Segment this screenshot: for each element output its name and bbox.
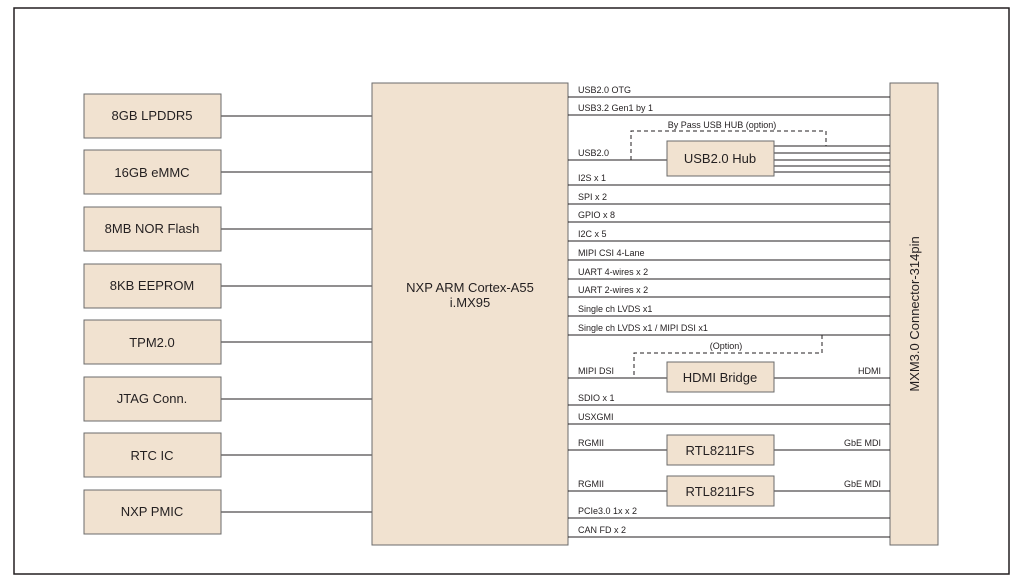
usb-hub-chip bbox=[666, 140, 775, 177]
block-emmc bbox=[83, 149, 222, 195]
phy-chip-2 bbox=[666, 475, 775, 507]
block-tpm bbox=[83, 319, 222, 365]
block-pmic-label: NXP PMIC bbox=[121, 504, 184, 519]
block-lpddr5-label: 8GB LPDDR5 bbox=[112, 108, 193, 123]
block-tpm-label: TPM2.0 bbox=[129, 335, 175, 350]
block-emmc-label: 16GB eMMC bbox=[114, 165, 189, 180]
connector-label: MXM3.0 Connector-314pin bbox=[907, 236, 922, 391]
block-nor-flash bbox=[83, 206, 222, 252]
left-block-group: 8GB LPDDR5 16GB eMMC 8MB NOR Flash 8KB E… bbox=[83, 93, 372, 535]
signal-usb-bypass: By Pass USB HUB (option) bbox=[668, 120, 777, 130]
signal-uart4: UART 4-wires x 2 bbox=[578, 267, 648, 277]
block-jtag bbox=[83, 376, 222, 422]
block-eeprom bbox=[83, 263, 222, 309]
block-jtag-label: JTAG Conn. bbox=[117, 391, 188, 406]
block-lpddr5 bbox=[83, 93, 222, 139]
signal-labels: USB2.0 OTG USB3.2 Gen1 by 1 By Pass USB … bbox=[578, 85, 881, 535]
signal-lvds-dsi: Single ch LVDS x1 / MIPI DSI x1 bbox=[578, 323, 708, 333]
signal-usb3: USB3.2 Gen1 by 1 bbox=[578, 103, 653, 113]
hdmi-bridge-chip bbox=[666, 361, 775, 393]
signal-can: CAN FD x 2 bbox=[578, 525, 626, 535]
block-rtc bbox=[83, 432, 222, 478]
signal-lines bbox=[568, 96, 890, 538]
signal-option: (Option) bbox=[710, 341, 743, 351]
cpu-label-line2: i.MX95 bbox=[450, 295, 490, 310]
phy-chip-1 bbox=[666, 434, 775, 466]
signal-sdio: SDIO x 1 bbox=[578, 393, 615, 403]
signal-gpio: GPIO x 8 bbox=[578, 210, 615, 220]
signal-lvds1: Single ch LVDS x1 bbox=[578, 304, 652, 314]
usb-hub-label: USB2.0 Hub bbox=[684, 151, 756, 166]
signal-usb2: USB2.0 bbox=[578, 148, 609, 158]
signal-csi: MIPI CSI 4-Lane bbox=[578, 248, 645, 258]
phy-chip-2-label: RTL8211FS bbox=[686, 484, 755, 499]
signal-rgmii-2: RGMII bbox=[578, 479, 604, 489]
signal-usb-otg: USB2.0 OTG bbox=[578, 85, 631, 95]
block-nor-flash-label: 8MB NOR Flash bbox=[105, 221, 200, 236]
phy-chip-1-label: RTL8211FS bbox=[686, 443, 755, 458]
cpu-block bbox=[371, 82, 569, 546]
signal-mipi-dsi: MIPI DSI bbox=[578, 366, 614, 376]
hdmi-bridge-label: HDMI Bridge bbox=[683, 370, 757, 385]
cpu-label-line1: NXP ARM Cortex-A55 bbox=[406, 280, 534, 295]
connector-block bbox=[889, 82, 939, 546]
outer-frame bbox=[13, 7, 1010, 575]
signal-spi: SPI x 2 bbox=[578, 192, 607, 202]
signal-i2s: I2S x 1 bbox=[578, 173, 606, 183]
signal-gbe-2: GbE MDI bbox=[844, 479, 881, 489]
signal-uart2: UART 2-wires x 2 bbox=[578, 285, 648, 295]
signal-usxgmi: USXGMI bbox=[578, 412, 614, 422]
signal-gbe-1: GbE MDI bbox=[844, 438, 881, 448]
signal-i2c: I2C x 5 bbox=[578, 229, 607, 239]
block-rtc-label: RTC IC bbox=[130, 448, 173, 463]
signal-rgmii-1: RGMII bbox=[578, 438, 604, 448]
block-pmic bbox=[83, 489, 222, 535]
signal-pcie: PCIe3.0 1x x 2 bbox=[578, 506, 637, 516]
signal-hdmi: HDMI bbox=[858, 366, 881, 376]
block-eeprom-label: 8KB EEPROM bbox=[110, 278, 195, 293]
